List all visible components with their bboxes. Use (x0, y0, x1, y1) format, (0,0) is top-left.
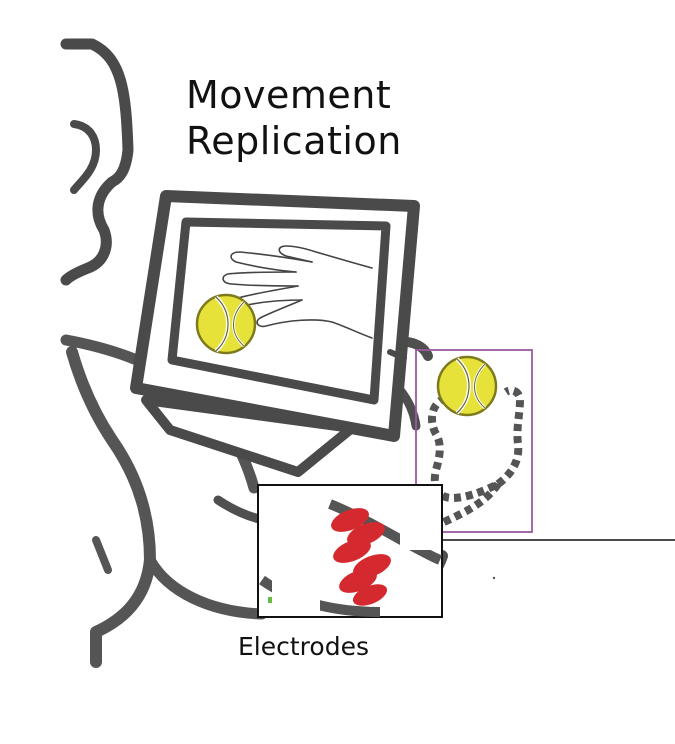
diagram-title: Movement Replication (186, 73, 402, 163)
electrode (333, 539, 371, 563)
electrode-array (331, 508, 391, 606)
stray-mark (492, 576, 496, 580)
electrode (352, 584, 388, 606)
electrode (331, 508, 369, 532)
electrodes-label: Electrodes (238, 632, 369, 661)
person-head (60, 38, 134, 286)
hand-highlight-box (415, 349, 533, 533)
tennis-ball-icon (436, 355, 498, 417)
laptop (130, 190, 420, 477)
tennis-ball-icon (195, 293, 257, 355)
